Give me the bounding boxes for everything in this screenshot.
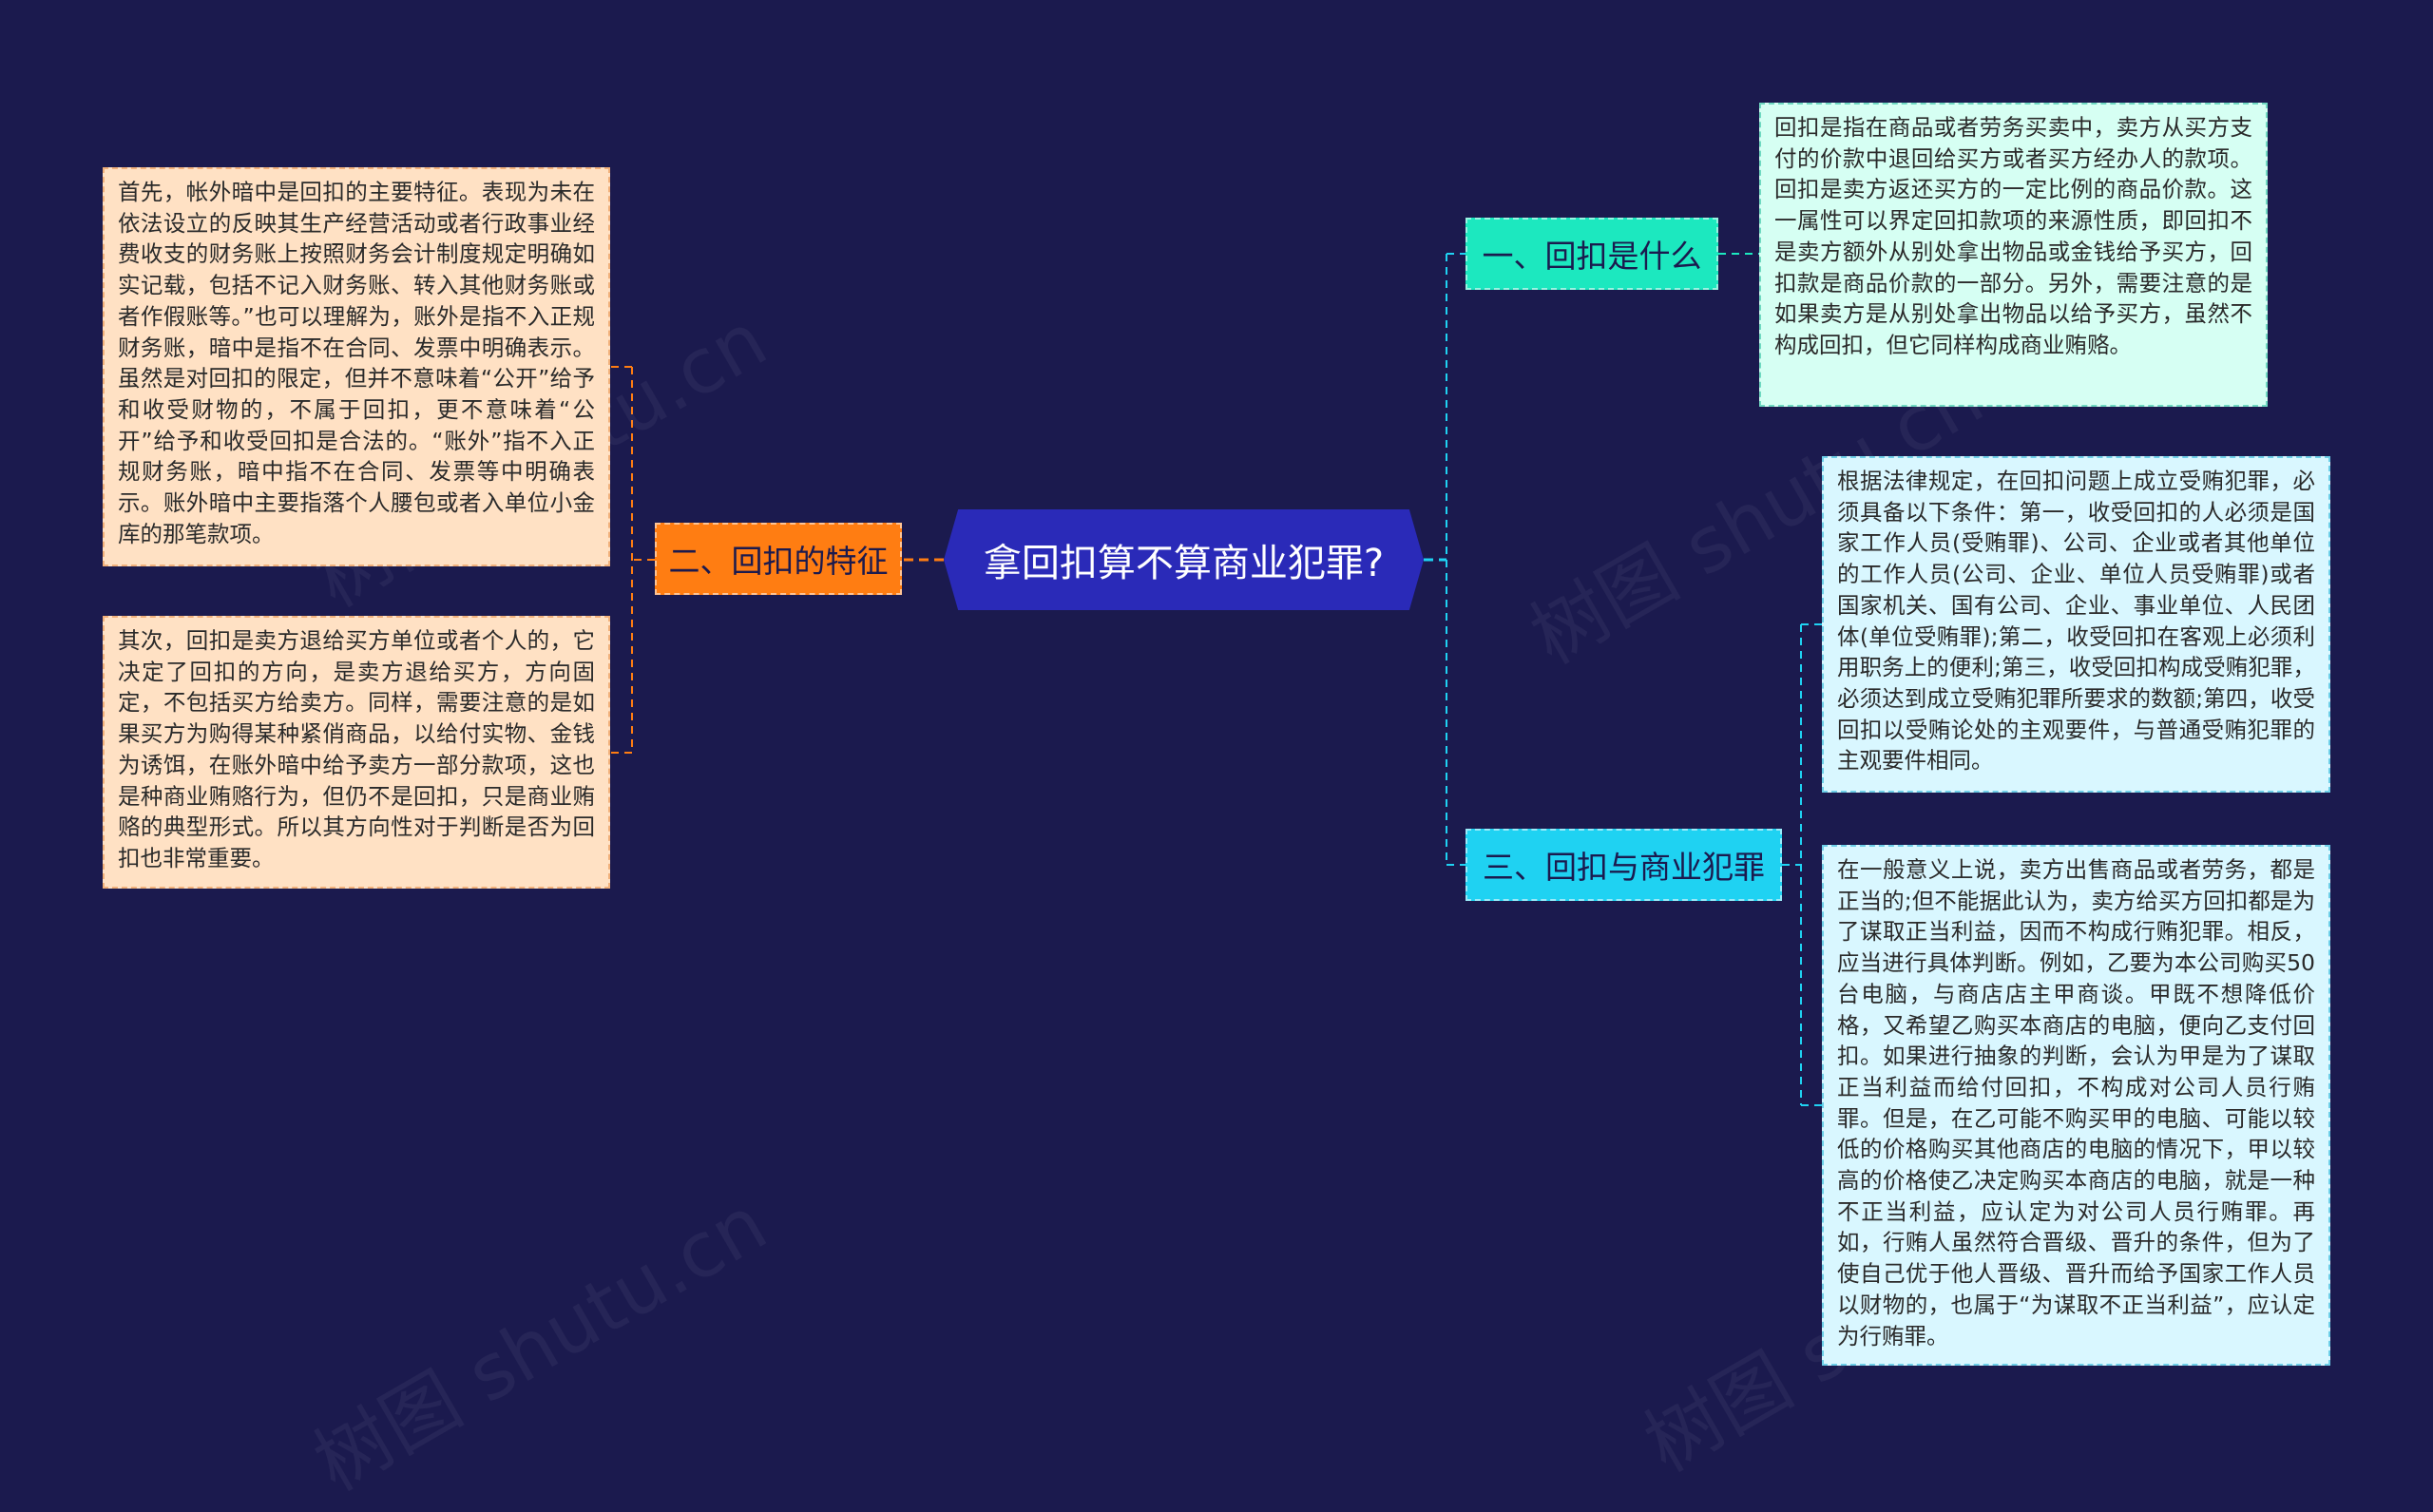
branch-node-what-is-rebate[interactable]: 一、回扣是什么 [1466,218,1718,290]
connector-b3-leaves [1782,623,1822,1106]
branch-node-rebate-and-crime[interactable]: 三、回扣与商业犯罪 [1466,829,1782,901]
connector-trunk [1446,253,1466,866]
leaf-node-feature-second[interactable]: 其次，回扣是卖方退给买方单位或者个人的，它决定了回扣的方向，是卖方退给买方，方向… [103,616,610,889]
leaf-node-legal-conditions[interactable]: 根据法律规定，在回扣问题上成立受贿犯罪，必须具备以下条件：第一，收受回扣的人必须… [1822,456,2330,793]
leaf-node-definition[interactable]: 回扣是指在商品或者劳务买卖中，卖方从买方支付的价款中退回给买方或者买方经办人的款… [1759,103,2268,407]
root-node[interactable]: 拿回扣算不算商业犯罪? [944,509,1424,610]
mindmap-canvas: 树图 shutu.cn 树图 shutu.cn 树图 shutu.cn 树图 s… [103,103,2330,1508]
leaf-node-feature-first[interactable]: 首先，帐外暗中是回扣的主要特征。表现为未在依法设立的反映其生产经营活动或者行政事… [103,167,610,566]
branch-node-rebate-features[interactable]: 二、回扣的特征 [655,523,902,595]
connector-b2-leaves [610,366,655,754]
connector-lines [610,253,1822,1106]
leaf-node-example[interactable]: 在一般意义上说，卖方出售商品或者劳务，都是正当的;但不能据此认为，卖方给买方回扣… [1822,845,2330,1366]
